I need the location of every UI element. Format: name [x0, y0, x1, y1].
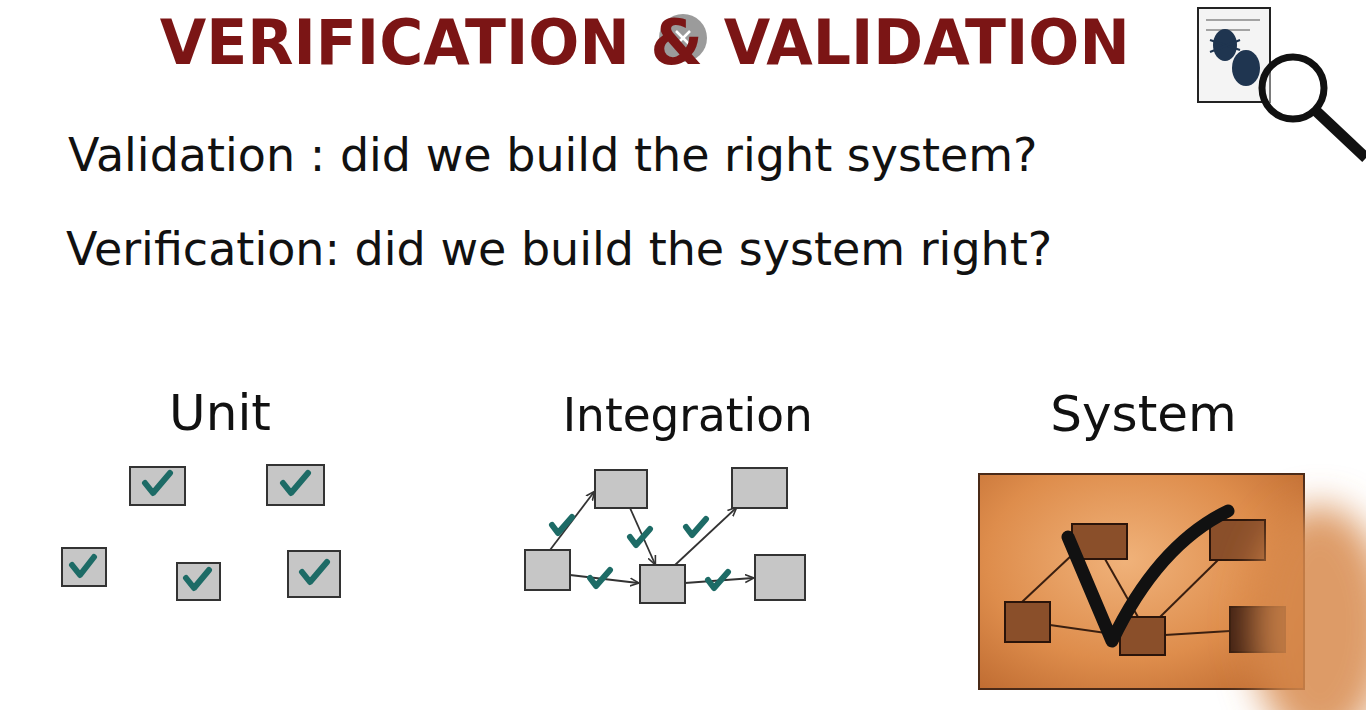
- system-box: [1005, 602, 1050, 642]
- check-marks: [552, 517, 728, 588]
- system-box: [1210, 520, 1265, 560]
- title: VERIFICATION & VALIDATION: [160, 6, 1130, 79]
- heading-wrap: System: [940, 385, 1347, 443]
- integration-boxes: [525, 468, 805, 603]
- section-heading: Unit: [169, 384, 271, 442]
- label-wrap: Integration: [388, 388, 988, 442]
- label-wrap: Verification: did we build the system ri…: [66, 222, 1052, 276]
- system-illustration: [980, 475, 1307, 692]
- system-arrow: [1022, 555, 1072, 602]
- system-arrow: [1160, 560, 1218, 617]
- section-heading: System: [1050, 385, 1236, 443]
- definition-text: Verification: did we build the system ri…: [66, 222, 1052, 276]
- definition-text: Validation : did we build the right syst…: [68, 128, 1038, 182]
- check-marks: [72, 473, 327, 588]
- hand-blur: [1250, 505, 1366, 710]
- system-panel: System: [978, 473, 1305, 690]
- magnifier-icon: [1198, 8, 1366, 158]
- system-arrow: [1165, 631, 1230, 635]
- unit-boxes: [62, 465, 340, 600]
- title-wrap: VERIFICATION & VALIDATION: [0, 6, 1290, 79]
- label-wrap: Unit: [0, 384, 520, 442]
- label-wrap: Validation : did we build the right syst…: [68, 128, 1038, 182]
- big-check-mark: [1068, 511, 1228, 641]
- section-heading: Integration: [563, 388, 813, 442]
